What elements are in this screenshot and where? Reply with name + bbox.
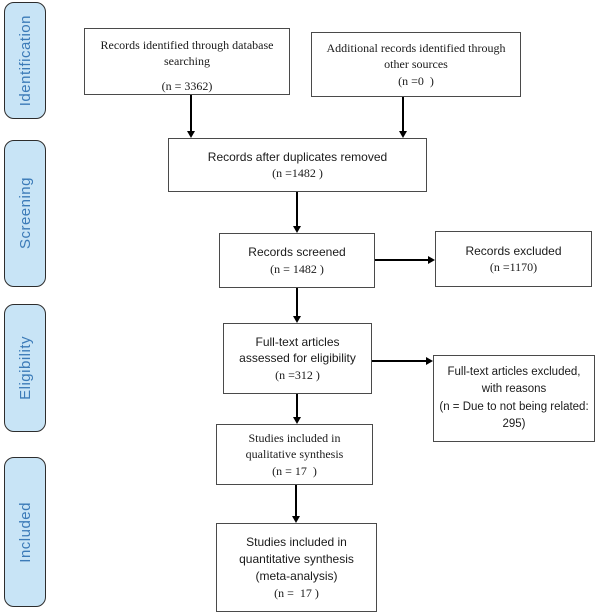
- quantitative-synthesis-text: Studies included in quantitative synthes…: [239, 535, 354, 583]
- box-additional-records: Additional records identified through ot…: [311, 32, 521, 97]
- box-records-screened: Records screened (n = 1482 ): [219, 233, 375, 288]
- fulltext-assessed-text: Full-text articles assessed for eligibil…: [239, 334, 356, 366]
- arrow-screened-to-excluded: [375, 259, 428, 261]
- stage-eligibility-label: Eligibility: [16, 336, 34, 400]
- fulltext-assessed-count: (n =312 ): [275, 368, 320, 383]
- additional-records-text: Additional records identified through ot…: [326, 41, 506, 72]
- records-identified-count: (n = 3362): [161, 79, 213, 94]
- stage-included: Included: [4, 457, 46, 607]
- quantitative-synthesis-count: (n = 17 ): [274, 585, 319, 600]
- qualitative-synthesis-text: Studies included in qualitative synthesi…: [245, 431, 344, 462]
- arrow-identified-to-duplicates: [190, 95, 192, 131]
- arrow-additional-to-duplicates: [402, 97, 404, 131]
- records-identified-text: Records identified through database sear…: [100, 38, 274, 69]
- records-screened-text: Records screened: [248, 245, 346, 259]
- records-screened-count: (n = 1482 ): [270, 261, 324, 276]
- arrow-screened-to-fulltext: [296, 288, 298, 316]
- records-excluded-text: Records excluded: [465, 243, 562, 258]
- arrow-duplicates-to-screened: [296, 192, 298, 226]
- additional-records-count: (n =0 ): [398, 73, 434, 88]
- stage-identification: Identification: [4, 2, 46, 119]
- stage-included-label: Included: [16, 501, 34, 563]
- fulltext-excluded-text: Full-text articles excluded, with reason…: [447, 366, 581, 396]
- duplicates-removed-text: Records after duplicates removed: [207, 149, 388, 164]
- box-fulltext-excluded: Full-text articles excluded, with reason…: [433, 355, 595, 442]
- stage-eligibility: Eligibility: [4, 304, 46, 432]
- qualitative-synthesis-count: (n = 17 ): [272, 463, 317, 478]
- box-records-excluded: Records excluded (n =1170): [435, 231, 592, 287]
- stage-screening: Screening: [4, 140, 46, 287]
- arrow-fulltext-to-excluded: [372, 360, 426, 362]
- records-excluded-count: (n =1170): [489, 260, 538, 275]
- box-duplicates-removed: Records after duplicates removed (n =148…: [168, 138, 427, 192]
- box-records-identified: Records identified through database sear…: [84, 28, 290, 95]
- box-qualitative-synthesis: Studies included in qualitative synthesi…: [216, 424, 373, 485]
- box-fulltext-assessed: Full-text articles assessed for eligibil…: [223, 323, 372, 394]
- stage-identification-label: Identification: [16, 14, 34, 107]
- arrow-fulltext-to-qualitative: [296, 394, 298, 417]
- fulltext-excluded-count: (n = Due to not being related: 295): [439, 400, 592, 430]
- arrow-qualitative-to-quantitative: [295, 485, 297, 516]
- duplicates-removed-count: (n =1482 ): [272, 166, 323, 181]
- stage-screening-label: Screening: [16, 177, 34, 250]
- box-quantitative-synthesis: Studies included in quantitative synthes…: [216, 523, 377, 612]
